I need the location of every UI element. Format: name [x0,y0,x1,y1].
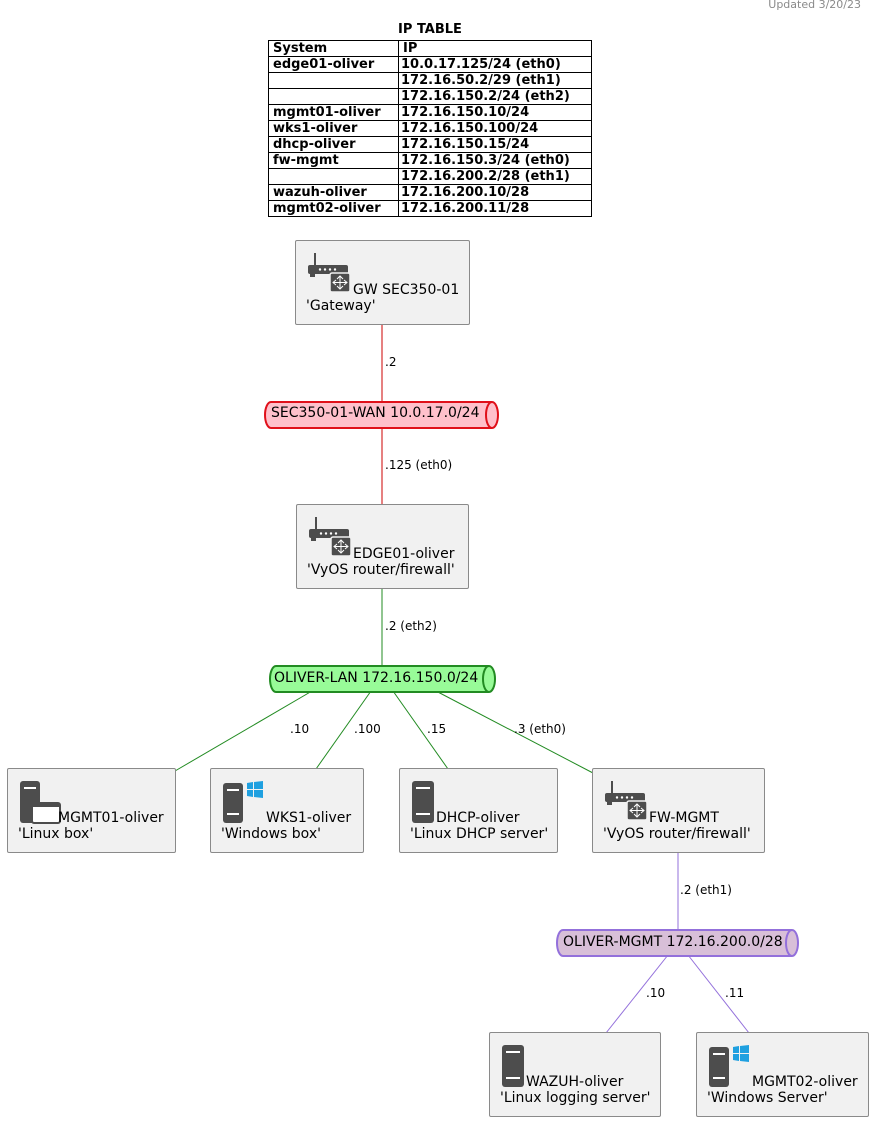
router-icon [308,253,351,293]
node-name: GW SEC350-01 [353,282,460,298]
link-label: .2 (eth2) [385,619,437,633]
node-wks1[interactable]: WKS1-oliver 'Windows box' [210,768,364,853]
link-lan-fwmgmt [435,690,594,774]
row-system: edge01-oliver [268,56,399,73]
server-icon [412,781,434,823]
network-lan-label: OLIVER-LAN 172.16.150.0/24 [274,670,479,686]
header-ip: IP [398,40,592,57]
network-wan [264,401,499,429]
node-desc: 'Windows box' [221,826,321,842]
node-desc: 'Gateway' [306,298,376,314]
network-lan [269,665,496,693]
linux-server-icon [20,781,61,824]
table-row: 172.16.150.2/24 (eth2) [268,88,592,105]
link-label: .10 [646,986,666,1000]
link-lan-mgmt01 [174,690,313,772]
link-label: .100 [354,722,381,736]
row-ip: 172.16.200.11/28 [398,200,592,217]
link-lan-dhcp [392,690,449,770]
row-system: mgmt01-oliver [268,104,399,121]
link-label: .11 [725,986,745,1000]
link-label: .2 (eth1) [680,883,732,897]
node-name: EDGE01-oliver [353,546,455,562]
link-label: .125 (eth0) [385,458,453,472]
node-name: FW-MGMT [649,810,719,826]
network-mgmt [556,929,799,957]
link-mgmt-mgmt02 [687,954,750,1034]
router-icon [605,781,648,821]
node-name: WAZUH-oliver [526,1074,624,1090]
node-desc: 'Linux box' [18,826,94,842]
header-system: System [268,40,399,57]
node-fw-mgmt[interactable]: FW-MGMT 'VyOS router/firewall' [592,768,765,853]
node-wazuh[interactable]: WAZUH-oliver 'Linux logging server' [489,1032,661,1117]
node-name: MGMT02-oliver [752,1074,858,1090]
row-system: wks1-oliver [268,120,399,137]
link-label: .3 (eth0) [514,722,566,736]
node-desc: 'Linux DHCP server' [410,826,549,842]
updated-date: Updated 3/20/23 [768,0,861,11]
server-icon [502,1045,524,1087]
link-label: .10 [290,722,310,736]
row-ip: 172.16.150.3/24 (eth0) [398,152,592,169]
network-wan-label: SEC350-01-WAN 10.0.17.0/24 [271,405,480,421]
node-desc: 'Windows Server' [707,1090,828,1106]
node-mgmt02[interactable]: MGMT02-oliver 'Windows Server' [696,1032,869,1117]
ip-table-header: System IP [268,40,592,57]
router-icon [309,517,352,557]
node-name: MGMT01-oliver [58,810,164,826]
node-desc: 'VyOS router/firewall' [603,826,751,842]
node-edge01[interactable]: EDGE01-oliver 'VyOS router/firewall' [296,504,469,589]
row-ip: 172.16.150.10/24 [398,104,592,121]
row-system: mgmt02-oliver [268,200,399,217]
link-label: .2 [385,355,397,369]
ip-table-title: IP TABLE [398,22,462,37]
node-desc: 'VyOS router/firewall' [307,562,455,578]
node-name: DHCP-oliver [436,810,520,826]
node-name: WKS1-oliver [266,810,352,826]
node-gw[interactable]: GW SEC350-01 'Gateway' [295,240,470,325]
node-desc: 'Linux logging server' [500,1090,651,1106]
link-label: .15 [427,722,447,736]
windows-server-icon [709,1045,749,1087]
node-dhcp[interactable]: DHCP-oliver 'Linux DHCP server' [399,768,558,853]
link-mgmt-wazuh [605,954,669,1034]
node-mgmt01[interactable]: MGMT01-oliver 'Linux box' [7,768,176,853]
windows-server-icon [223,781,263,823]
row-ip: 172.16.150.100/24 [398,120,592,137]
link-lan-wks1 [315,690,372,770]
network-mgmt-label: OLIVER-MGMT 172.16.200.0/28 [563,934,783,950]
row-ip: 10.0.17.125/24 (eth0) [398,56,592,73]
